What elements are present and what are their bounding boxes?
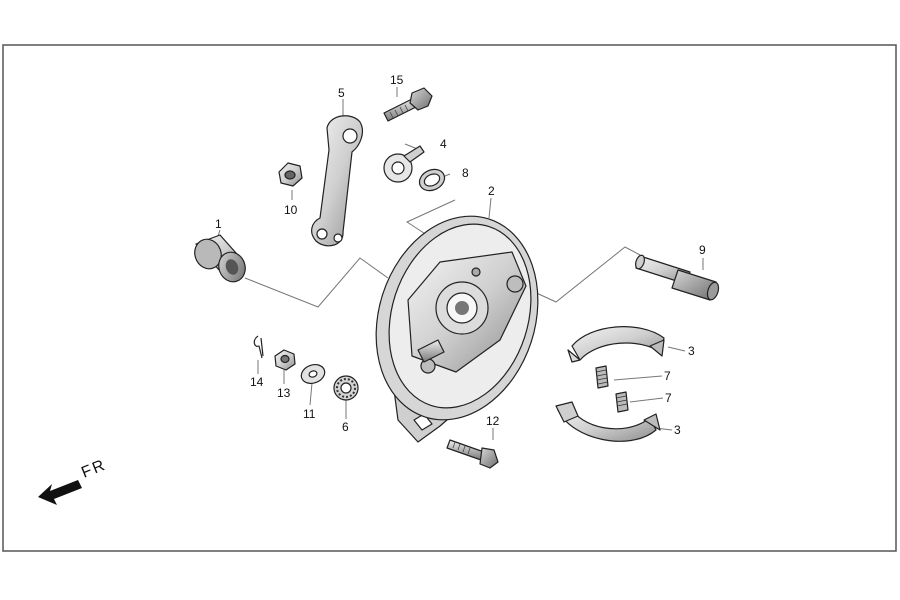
callout-5: 5 <box>338 86 345 100</box>
callout-7-lower: 7 <box>665 391 672 405</box>
brake-shoe-upper-part-3 <box>567 326 665 363</box>
callout-2: 2 <box>488 184 495 198</box>
brake-arm-part-5 <box>311 115 364 247</box>
callout-11: 11 <box>303 407 316 421</box>
bolt-part-12 <box>446 439 499 469</box>
nut-part-13 <box>274 349 296 371</box>
bolt-part-15 <box>383 87 433 122</box>
callout-15: 15 <box>390 73 404 87</box>
callout-7-upper: 7 <box>664 369 671 383</box>
cam-shaft-part-9 <box>635 254 720 301</box>
callout-14: 14 <box>250 375 264 389</box>
callout-numbers: 1 2 3 3 4 5 6 7 7 8 9 10 11 12 13 14 15 <box>215 73 706 437</box>
diagram-frame <box>2 44 897 552</box>
leader-lines <box>215 87 704 440</box>
cotter-pin-part-14 <box>253 335 264 359</box>
washer-part-11 <box>300 363 326 385</box>
front-direction-arrow: FR <box>38 456 109 505</box>
callout-6: 6 <box>342 420 349 434</box>
nut-part-10 <box>278 162 303 187</box>
indicator-plate-part-4 <box>383 145 425 183</box>
callout-9: 9 <box>699 243 706 257</box>
callout-12: 12 <box>486 414 500 428</box>
spring-part-7a <box>595 365 609 389</box>
brake-panel-part-2 <box>375 215 539 443</box>
callout-1: 1 <box>215 217 222 231</box>
front-direction-label: FR <box>79 456 109 481</box>
spring-part-7b <box>615 391 629 413</box>
callout-3-lower: 3 <box>674 423 681 437</box>
callout-4: 4 <box>440 137 447 151</box>
callout-3-upper: 3 <box>688 344 695 358</box>
callout-13: 13 <box>277 386 291 400</box>
collar-part-1 <box>194 234 246 283</box>
seal-part-8 <box>418 168 446 192</box>
callout-10: 10 <box>284 203 298 217</box>
callout-8: 8 <box>462 166 469 180</box>
bearing-part-6 <box>333 375 359 401</box>
brake-shoe-lower-part-3 <box>555 401 661 442</box>
